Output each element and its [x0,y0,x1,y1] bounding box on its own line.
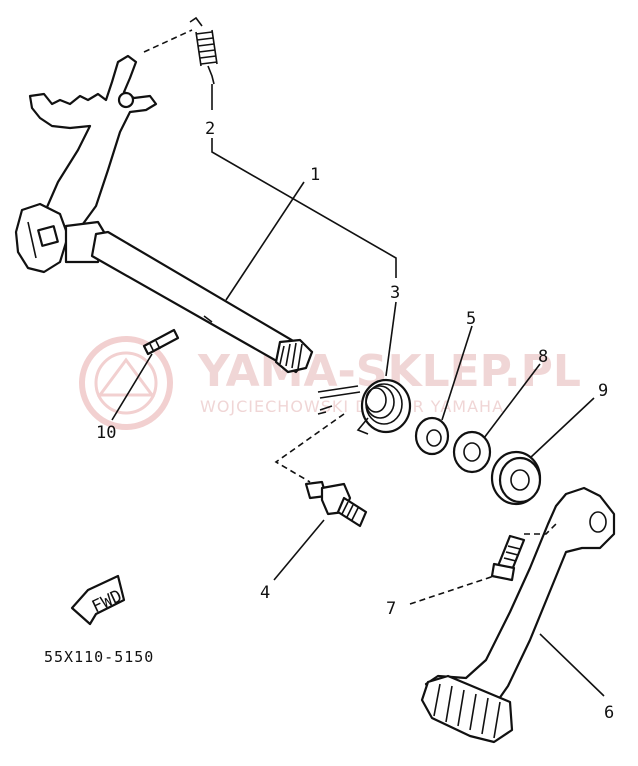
part-1-shift-arm [14,54,158,274]
part-5-washer [414,416,450,456]
callout-labels: 1 2 3 4 5 6 7 8 9 10 [96,119,614,723]
callout-1: 1 [310,165,320,185]
watermark-logo-inner [94,351,158,415]
callout-9: 9 [598,381,608,401]
part-4-stud-bolt [304,480,368,528]
part-1-shaft [64,220,314,374]
part-10-pin [142,328,180,356]
part-6-shift-pedal [420,486,616,744]
watermark-logo-mark [97,357,155,397]
callout-8: 8 [538,347,548,367]
callout-2: 2 [205,119,215,139]
part-code: 55X110-5150 [44,648,154,666]
watermark-subtitle: WOJCIECHOWSKI DEALER YAMAHA [200,397,504,416]
fwd-direction-badge: FWD [70,574,125,626]
callout-6: 6 [604,703,614,723]
part-7-bolt [490,534,526,582]
watermark: YAMA-SKLEP.PL WOJCIECHOWSKI DEALER YAMAH… [79,336,581,430]
part-3-torsion-spring [317,378,412,435]
callout-3: 3 [390,283,400,303]
callout-5: 5 [466,309,476,329]
callout-7: 7 [386,599,396,619]
callout-4: 4 [260,583,270,603]
part-9-collar [490,450,542,506]
part-2-spring [189,16,218,85]
callout-10: 10 [96,423,116,443]
part-8-washer [452,430,492,474]
watermark-logo-icon [79,336,173,430]
leader-lines [111,29,605,697]
